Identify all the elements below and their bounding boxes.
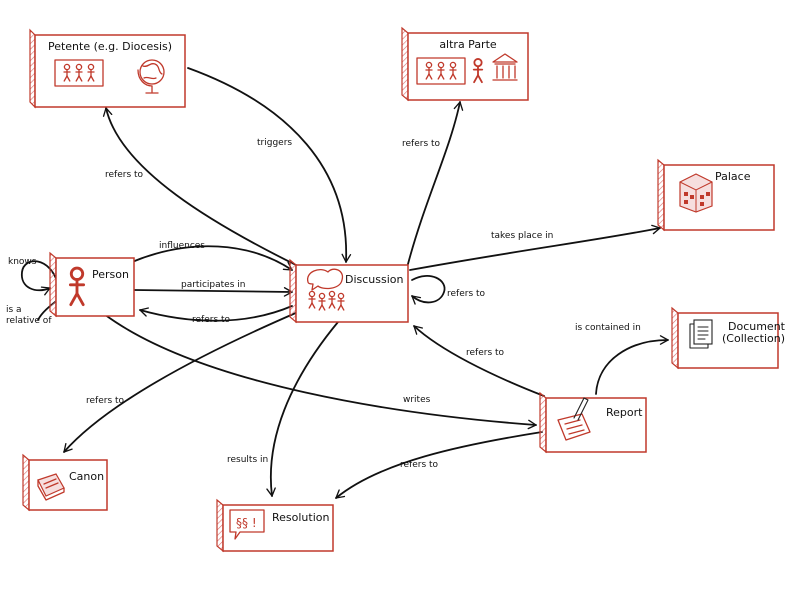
label-writes: writes	[403, 395, 431, 405]
label-results-in: results in	[227, 455, 268, 465]
label-influences: influences	[159, 241, 205, 251]
node-person[interactable]: Person	[49, 251, 135, 318]
label-takes-place-in: takes place in	[491, 231, 553, 241]
label-refers-to-petente: refers to	[105, 170, 144, 180]
people-group-icon	[54, 59, 104, 87]
edge-person-participates-in-discussion	[133, 287, 293, 297]
people-group-icon	[416, 57, 466, 85]
label-knows: knows	[8, 257, 37, 267]
edge-discussion-results-in-resolution	[266, 321, 339, 497]
label-refers-to-self: refers to	[447, 289, 486, 299]
paragraph-sign-icon: §§ !	[229, 509, 265, 540]
edge-person-influences-discussion	[131, 245, 293, 271]
label-refers-to-person: refers to	[192, 315, 231, 325]
label-report-refers-to-discussion: refers to	[466, 348, 505, 358]
node-palace[interactable]: Palace	[657, 158, 775, 232]
edge-report-refers-to-discussion	[413, 325, 545, 397]
edge-petente-triggers-discussion	[187, 67, 352, 263]
edge-discussion-self-refers	[411, 275, 446, 305]
node-canon-label: Canon	[69, 470, 104, 483]
edges	[21, 67, 669, 499]
node-palace-label: Palace	[715, 170, 751, 183]
node-resolution[interactable]: Resolution §§ !	[216, 498, 334, 553]
svg-text:§§ !: §§ !	[236, 516, 257, 530]
label-refers-to-altra: refers to	[402, 139, 441, 149]
node-petente[interactable]: Petente (e.g. Diocesis)	[29, 28, 186, 109]
edge-labels: triggers refers to refers to takes place…	[6, 138, 641, 470]
node-resolution-label: Resolution	[272, 511, 330, 524]
edge-discussion-refers-to-petente	[102, 107, 299, 267]
institution-icon	[492, 53, 518, 81]
node-altra-parte-label: altra Parte	[439, 38, 497, 51]
label-relative-line-1: is a	[6, 305, 22, 315]
discussion-group-icon	[307, 268, 345, 311]
node-petente-label: Petente (e.g. Diocesis)	[48, 40, 172, 53]
label-is-contained-in: is contained in	[575, 323, 641, 333]
edge-discussion-refers-to-altra	[407, 101, 464, 265]
edge-discussion-refers-to-person	[139, 305, 293, 322]
edge-discussion-takes-place-in-palace	[409, 224, 661, 271]
edge-report-refers-to-resolution	[335, 431, 543, 499]
writing-icon	[557, 397, 591, 441]
node-report-label: Report	[606, 406, 643, 419]
node-document-label-line-1: Document	[728, 320, 786, 333]
globe-icon	[137, 59, 165, 94]
book-icon	[37, 473, 65, 501]
label-relative-line-2: relative of	[6, 316, 52, 326]
node-canon[interactable]: Canon	[22, 453, 108, 512]
edge-discussion-refers-to-canon	[63, 311, 299, 453]
edge-person-writes-report	[103, 313, 537, 430]
edge-person-knows-self	[21, 260, 59, 296]
label-report-refers-to-resolution: refers to	[400, 460, 439, 470]
node-discussion[interactable]: Discussion	[289, 258, 409, 324]
label-refers-to-canon: refers to	[86, 396, 125, 406]
label-triggers: triggers	[257, 138, 292, 148]
label-participates-in: participates in	[181, 280, 245, 290]
node-document-label-line-2: (Collection)	[722, 332, 785, 345]
node-discussion-label: Discussion	[345, 273, 404, 286]
node-person-label: Person	[92, 268, 129, 281]
building-icon	[679, 173, 713, 213]
node-document[interactable]: Document (Collection)	[671, 306, 786, 370]
node-altra-parte[interactable]: altra Parte	[401, 26, 529, 102]
document-stack-icon	[689, 319, 713, 349]
edge-report-contained-in-document	[595, 335, 669, 395]
node-report[interactable]: Report	[539, 391, 647, 454]
